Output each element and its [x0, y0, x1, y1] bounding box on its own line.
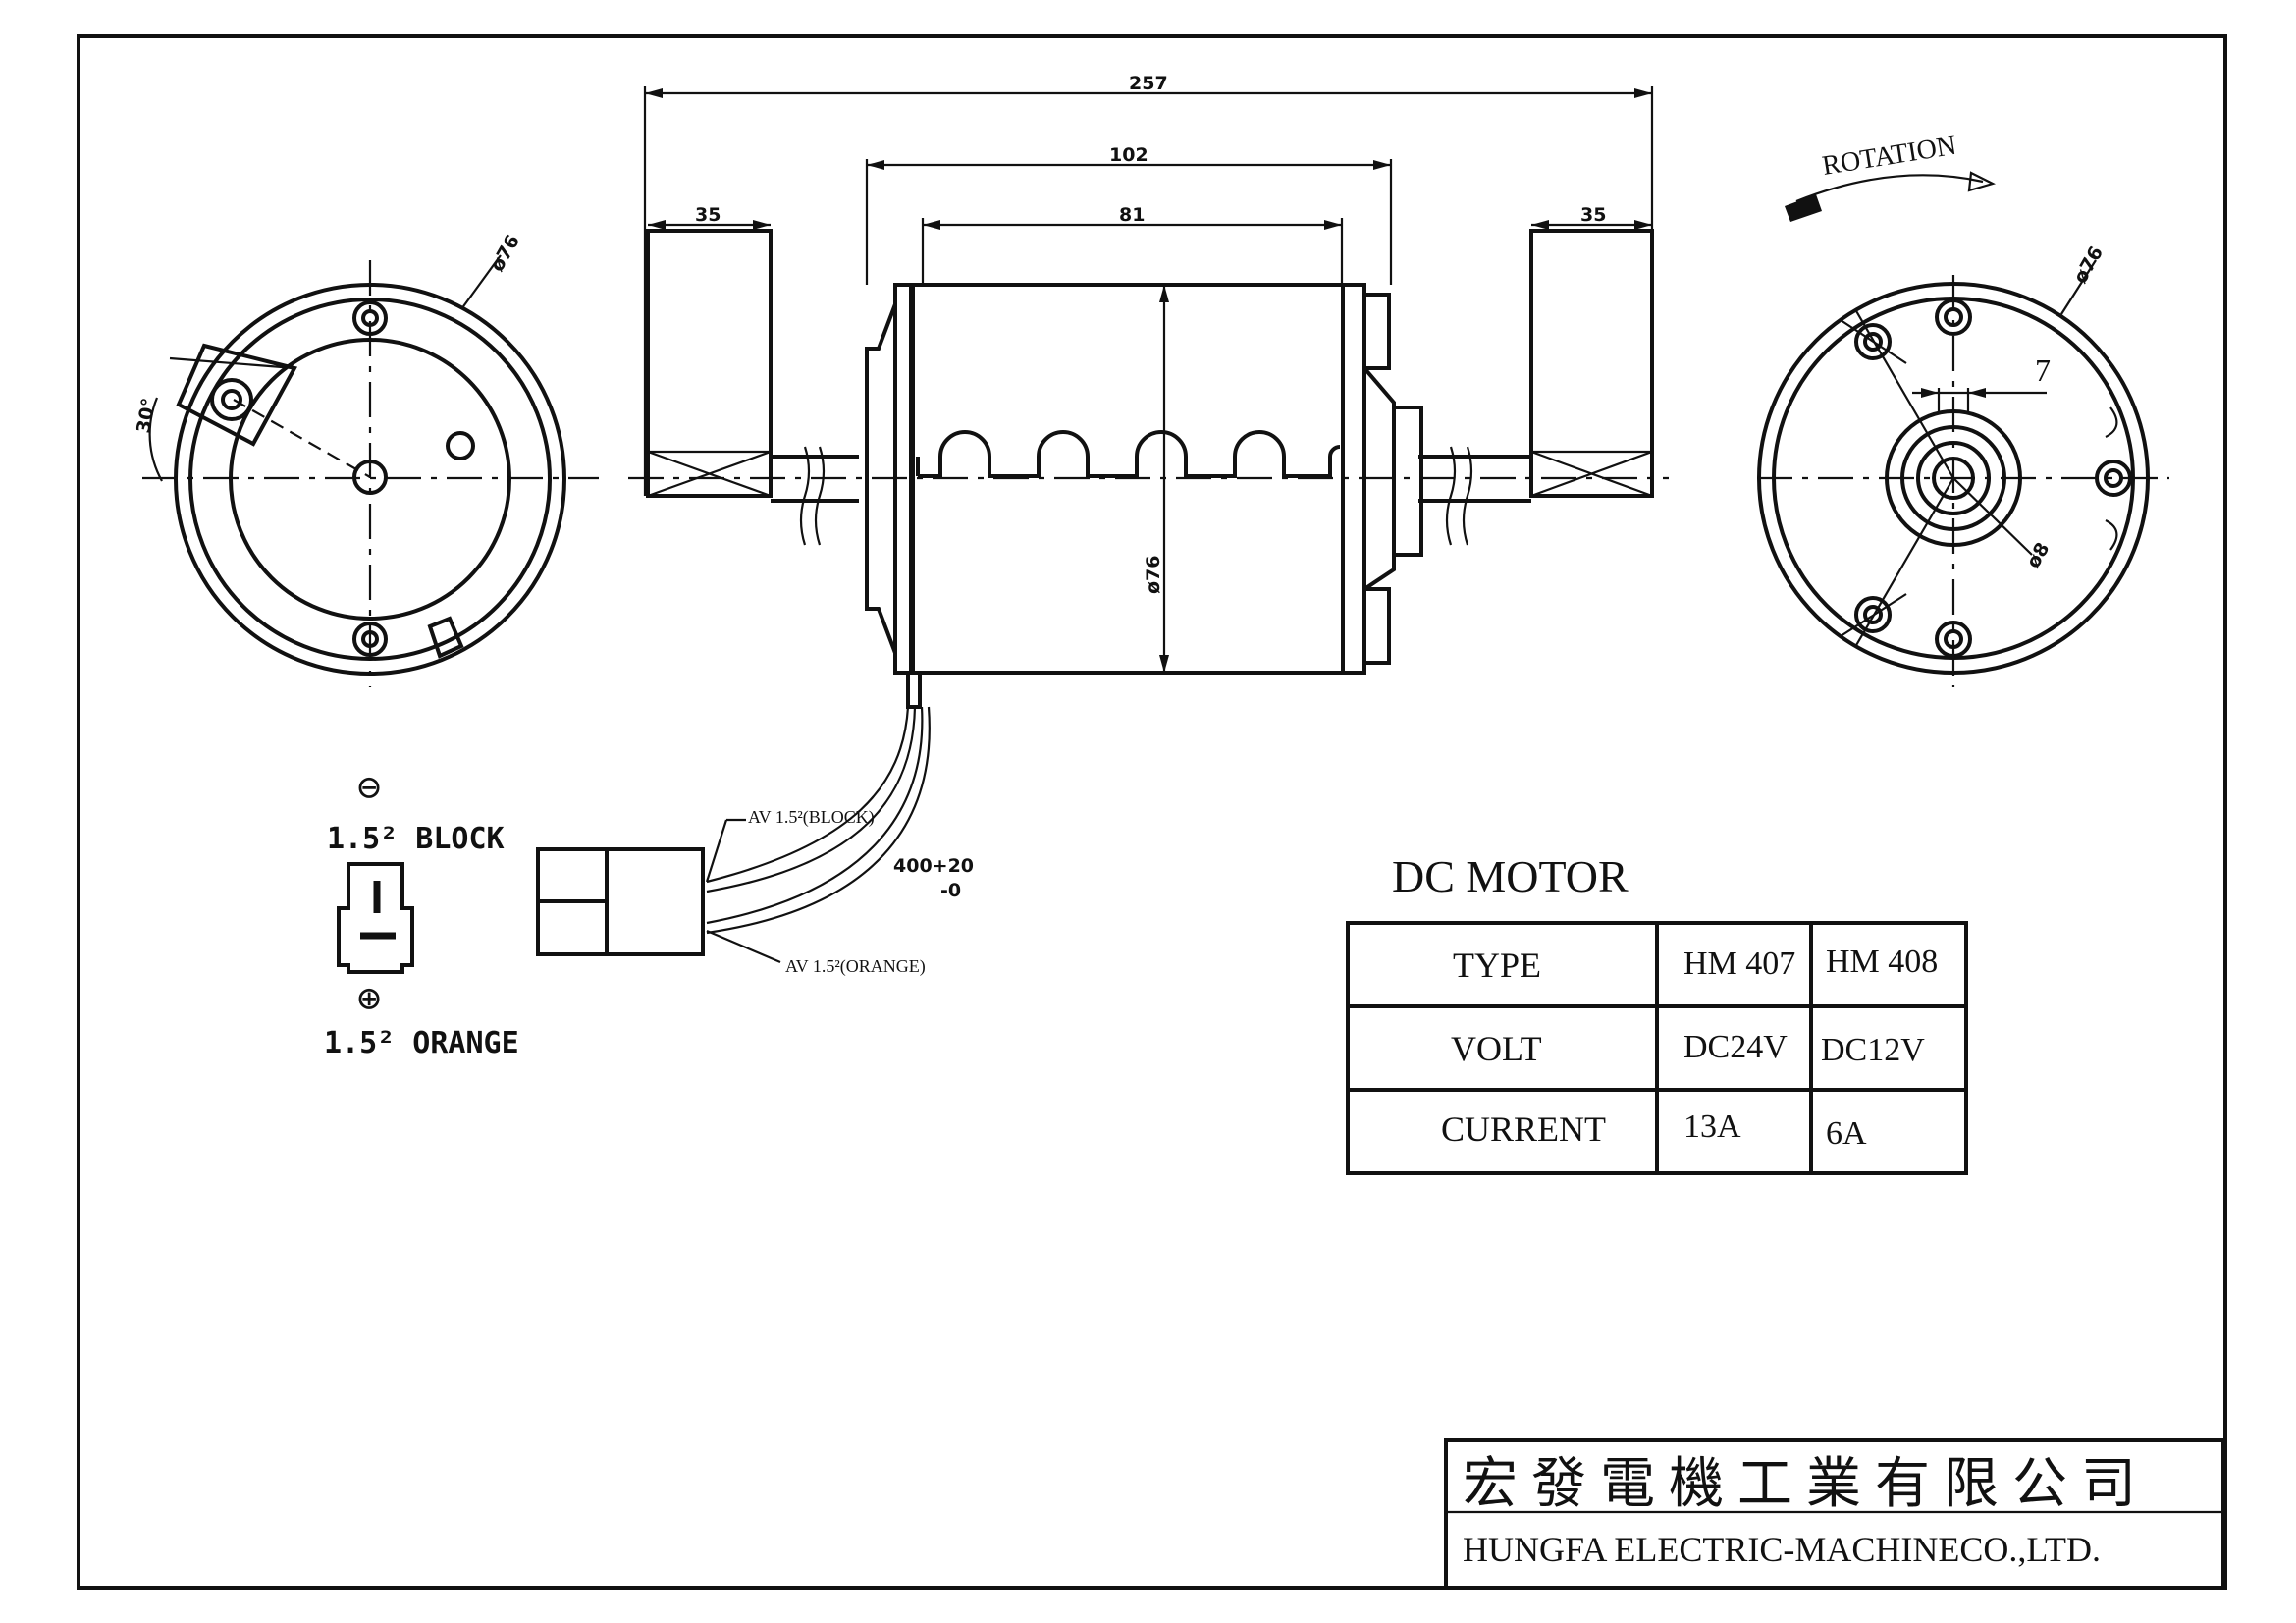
wire-harness: AV 1.5²(BLOCK) AV 1.5²(ORANGE) 400+20 -0 — [705, 706, 974, 977]
title-block: 宏 發 電 機 工 業 有 限 公 司 HUNGFA ELECTRIC-MACH… — [1444, 1438, 2225, 1590]
right-end-diameter-label: ø76 — [2069, 243, 2108, 287]
polarity-diagram: ⊖ 1.5² BLOCK ⊕ 1.5² ORANGE — [324, 765, 519, 1060]
row-volt-label: VOLT — [1451, 1029, 1542, 1068]
connector — [536, 847, 705, 956]
row-current-hm407: 13A — [1683, 1109, 1741, 1145]
row-type-hm408: HM 408 — [1826, 944, 1938, 980]
row-type-label: TYPE — [1453, 946, 1541, 985]
company-name-english: HUNGFA ELECTRIC-MACHINECO.,LTD. — [1463, 1530, 2101, 1569]
bracket-angle-label: 30° — [133, 397, 160, 435]
left-end-diameter-label: ø76 — [486, 231, 524, 275]
negative-wire-label: 1.5² BLOCK — [327, 822, 505, 856]
body-diameter-label: ø76 — [1143, 556, 1164, 595]
spec-table-title: DC MOTOR — [1392, 851, 1629, 901]
mount-offset-label: 7 — [2035, 352, 2051, 388]
side-view: 257 102 81 35 35 — [628, 73, 1669, 709]
company-name-chinese: 宏 發 電 機 工 業 有 限 公 司 — [1463, 1454, 2136, 1515]
wire-length-label: 400+20 — [893, 855, 974, 877]
rotation-hatch — [1785, 194, 1822, 222]
spec-table: DC MOTOR TYPE HM 407 HM 408 VOLT DC24V D… — [1346, 851, 1968, 1175]
shaft-left-length-label: 35 — [695, 204, 721, 226]
right-end-view: 7 ø8 ø76 ROTATION — [1757, 131, 2169, 687]
negative-symbol: ⊖ — [357, 765, 381, 810]
rotation-label: ROTATION — [1820, 131, 1958, 182]
orange-wire-callout: AV 1.5²(ORANGE) — [785, 956, 926, 977]
left-end-view: 30° ø76 — [133, 231, 599, 687]
row-volt-hm407: DC24V — [1683, 1029, 1788, 1065]
row-type-hm407: HM 407 — [1683, 946, 1795, 982]
body-length-b-label: 81 — [1119, 204, 1145, 226]
positive-wire-label: 1.5² ORANGE — [324, 1026, 519, 1060]
drawing-border — [77, 34, 2227, 1590]
wire-length-tolerance: -0 — [940, 880, 961, 901]
positive-symbol: ⊕ — [357, 976, 381, 1021]
shaft-right-length-label: 35 — [1580, 204, 1606, 226]
row-volt-hm408: DC12V — [1821, 1032, 1925, 1068]
row-current-label: CURRENT — [1441, 1109, 1606, 1149]
overall-length-label: 257 — [1129, 73, 1168, 94]
body-length-a-label: 102 — [1109, 144, 1148, 166]
hub-diameter-label: ø8 — [2022, 539, 2054, 572]
black-wire-callout: AV 1.5²(BLOCK) — [748, 807, 875, 828]
row-current-hm408: 6A — [1826, 1115, 1867, 1152]
